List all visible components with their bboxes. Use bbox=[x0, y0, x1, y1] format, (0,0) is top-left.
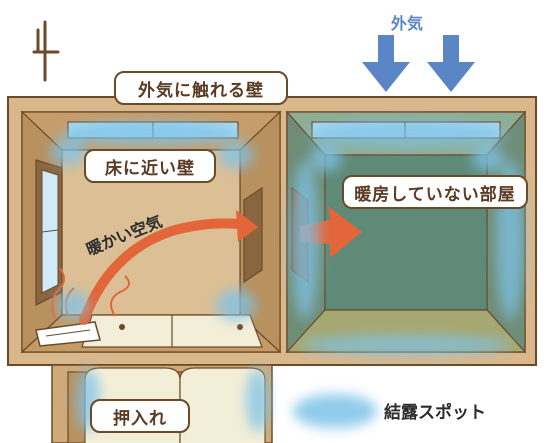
unheated-room-label: 暖房していない部屋 bbox=[342, 175, 528, 209]
wall-touching-outside-label: 外気に触れる壁 bbox=[114, 71, 288, 105]
window-icon bbox=[35, 159, 63, 306]
condensation-legend-swatch bbox=[293, 394, 377, 428]
closet-label: 押入れ bbox=[90, 399, 190, 433]
wall-near-floor-label: 床に近い壁 bbox=[84, 149, 216, 183]
compass-north-icon bbox=[32, 20, 60, 82]
heater-icon bbox=[35, 267, 130, 347]
condensation-spot-legend-label: 結露スポット bbox=[384, 403, 486, 423]
warm-air-arrow-icon bbox=[79, 210, 258, 325]
outside-air-label: 外気 bbox=[391, 14, 424, 33]
outside-air-arrow-icon bbox=[362, 35, 475, 92]
